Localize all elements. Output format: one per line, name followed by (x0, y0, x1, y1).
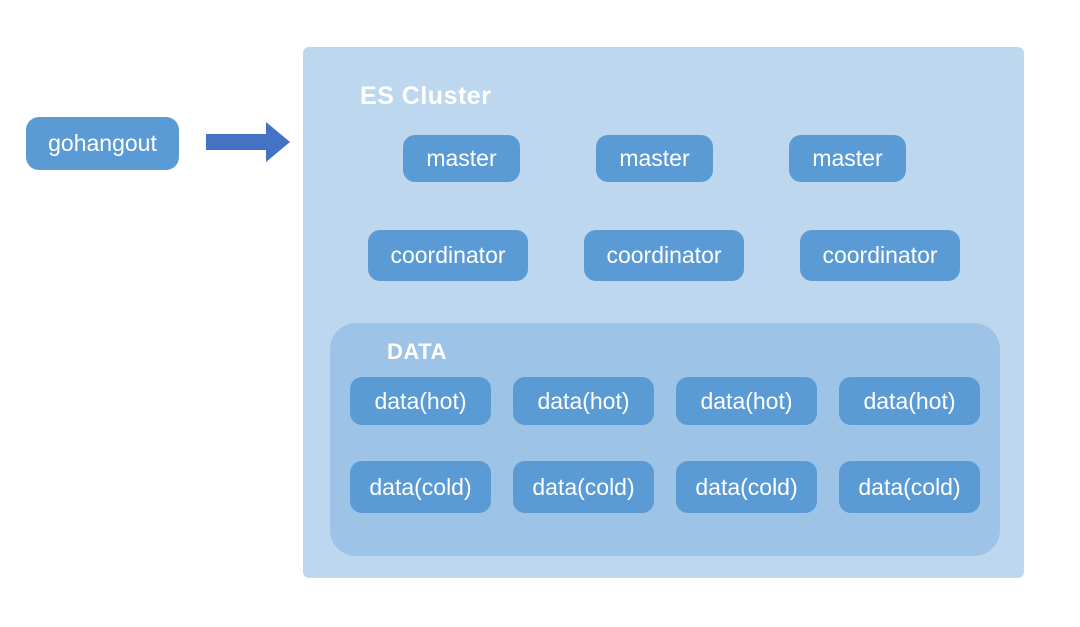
data-hot-node: data(hot) (839, 377, 980, 425)
data-hot-node: data(hot) (350, 377, 491, 425)
data-cold-node: data(cold) (513, 461, 654, 513)
coordinator-node: coordinator (584, 230, 744, 281)
data-group-title: DATA (387, 339, 447, 364)
coordinator-node: coordinator (800, 230, 960, 281)
data-hot-node: data(hot) (676, 377, 817, 425)
gohangout-node: gohangout (26, 117, 179, 170)
coordinator-node: coordinator (368, 230, 528, 281)
master-node: master (789, 135, 906, 182)
es-cluster-panel: ES Cluster master master master coordinato… (303, 47, 1024, 578)
data-hot-row: data(hot) data(hot) data(hot) data(hot) (350, 377, 980, 425)
data-cold-node: data(cold) (350, 461, 491, 513)
data-cold-node: data(cold) (676, 461, 817, 513)
master-row: master master master (403, 135, 906, 182)
master-node: master (403, 135, 520, 182)
es-cluster-title: ES Cluster (360, 82, 492, 110)
data-hot-node: data(hot) (513, 377, 654, 425)
data-group-panel: DATA data(hot)data(hot)data(hot)data(hot… (330, 323, 1000, 556)
coordinator-row: coordinator coordinator coordinator (368, 230, 960, 281)
flow-arrow-icon (206, 122, 290, 162)
master-node: master (596, 135, 713, 182)
data-cold-node: data(cold) (839, 461, 980, 513)
data-cold-row: data(cold) data(cold) data(cold) data(cold) (350, 461, 980, 513)
